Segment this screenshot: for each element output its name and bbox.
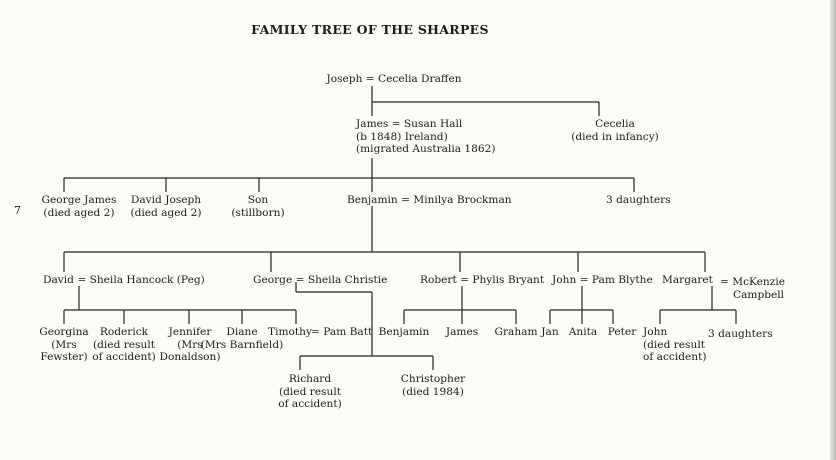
node-george-sheila-christie: George = Sheila Christie — [253, 274, 388, 286]
node-jan: Jan — [541, 326, 559, 338]
node-peter: Peter — [607, 326, 637, 338]
node-diane: Diane (Mrs Barnfield) — [200, 326, 284, 351]
page-edge-shadow — [830, 0, 836, 460]
node-jennifer: Jennifer (Mrs Donaldson) — [159, 326, 221, 363]
node-joseph-cecelia: Joseph = Cecelia Draffen — [326, 73, 462, 85]
node-mckenzie-campbell: = McKenzie Campbell — [720, 276, 785, 301]
node-james-jr: James — [445, 326, 479, 338]
node-james-susan: James = Susan Hall (b 1848) Ireland) (mi… — [356, 118, 496, 155]
node-anita: Anita — [568, 326, 598, 338]
side-page-mark: 7 — [14, 204, 21, 217]
node-margaret: Margaret — [662, 274, 713, 286]
node-margaret-daughters: 3 daughters — [708, 328, 773, 340]
node-david-joseph: David Joseph (died aged 2) — [130, 194, 202, 219]
node-benjamin-jr: Benjamin — [378, 326, 430, 338]
node-george-james: George James (died aged 2) — [41, 194, 117, 219]
node-son-stillborn: Son (stillborn) — [231, 194, 285, 219]
node-david-sheila-hancock: David = Sheila Hancock (Peg) — [43, 274, 205, 286]
node-cecelia: Cecelia (died in infancy) — [571, 118, 659, 143]
node-timothy: Timothy — [268, 326, 312, 338]
node-graham: Graham — [494, 326, 538, 338]
node-john-jr: John (died result of accident) — [643, 326, 707, 363]
node-christopher: Christopher (died 1984) — [400, 373, 466, 398]
node-john-pam: John = Pam Blythe — [552, 274, 653, 286]
page-title: FAMILY TREE OF THE SHARPES — [251, 22, 489, 37]
node-robert-phylis: Robert = Phylis Bryant — [420, 274, 545, 286]
node-benjamin-minilya: Benjamin = Minilya Brockman — [347, 194, 512, 206]
node-roderick: Roderick (died result of accident) — [92, 326, 156, 363]
node-richard: Richard (died result of accident) — [278, 373, 342, 410]
node-three-daughters: 3 daughters — [606, 194, 671, 206]
node-georgina: Georgina (Mrs Fewster) — [39, 326, 89, 363]
node-pam-batt: = Pam Batt — [311, 326, 373, 338]
